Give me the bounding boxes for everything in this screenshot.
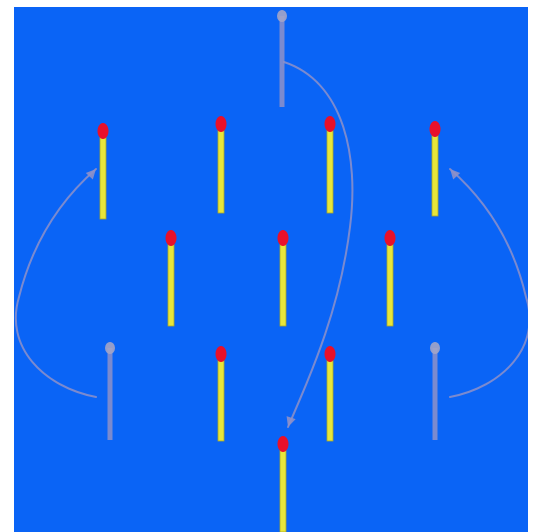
matchstick-body (387, 240, 393, 326)
match-head-icon (278, 230, 289, 246)
matchstick-puzzle-board (14, 7, 528, 532)
match-head-icon (385, 230, 396, 246)
ghost-stick-head (430, 342, 440, 354)
match-head-icon (216, 116, 227, 132)
match-head-icon (166, 230, 177, 246)
match-head-icon (278, 436, 289, 452)
board-background (14, 7, 528, 532)
match-head-icon (325, 116, 336, 132)
ghost-stick-body (108, 348, 113, 440)
matchstick-body (100, 133, 106, 219)
matchstick-body (432, 131, 438, 216)
matchstick-body (327, 356, 333, 441)
match-head-icon (325, 346, 336, 362)
match-head-icon (430, 121, 441, 137)
matchstick-body (280, 240, 286, 326)
matchstick-canvas (14, 7, 528, 532)
ghost-stick-body (280, 16, 285, 107)
match-head-icon (98, 123, 109, 139)
match-head-icon (216, 346, 227, 362)
matchstick-body (327, 126, 333, 213)
matchstick-body (218, 126, 224, 213)
matchstick-body (168, 240, 174, 326)
ghost-stick-head (277, 10, 287, 22)
ghost-stick-head (105, 342, 115, 354)
ghost-stick-body (433, 348, 438, 440)
matchstick-body (218, 356, 224, 441)
matchstick-body (280, 446, 286, 532)
